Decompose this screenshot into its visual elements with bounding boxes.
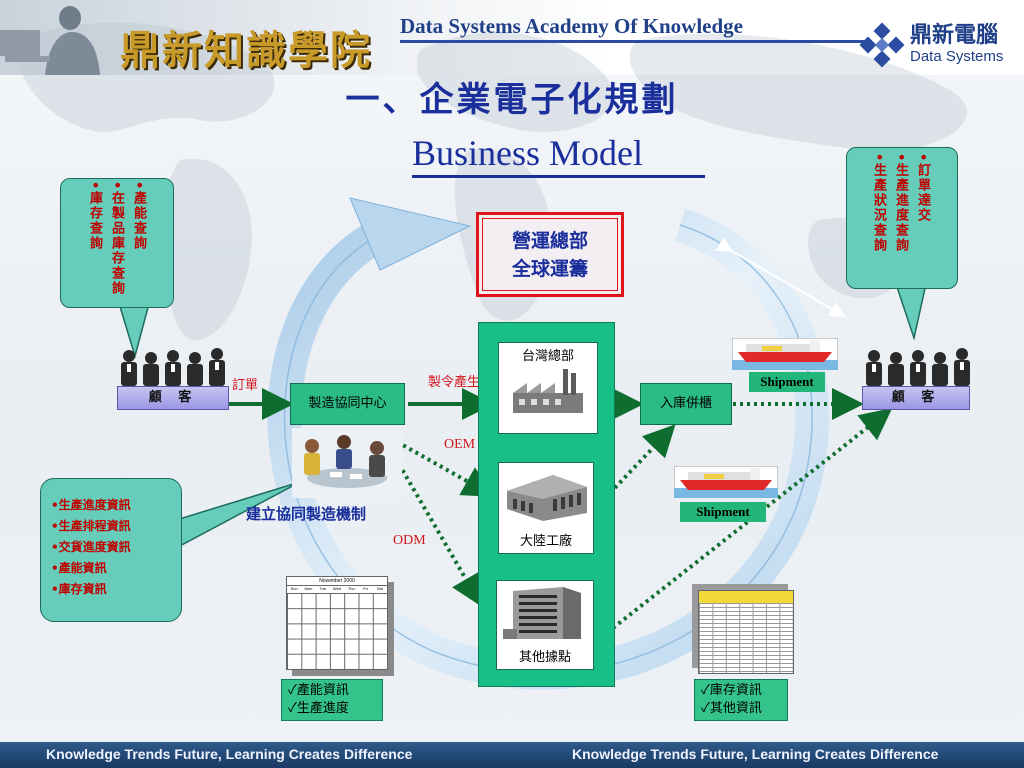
- callout-production-info: •生產進度資訊 •生產排程資訊 •交貨進度資訊 •產能資訊 •庫存資訊: [40, 478, 182, 622]
- footer-slogan-right: Knowledge Trends Future, Learning Create…: [572, 746, 939, 762]
- customer-group-icon: [866, 348, 970, 386]
- checklist-item: ✓生產進度: [288, 701, 349, 716]
- calendar-day: Sat: [376, 586, 383, 591]
- oem-label: OEM: [444, 437, 476, 452]
- shipment-label-top: Shipment: [749, 372, 825, 392]
- checklist-left: ✓產能資訊 ✓生產進度: [281, 679, 383, 721]
- footer-slogan-left: Knowledge Trends Future, Learning Create…: [46, 746, 413, 762]
- coordination-center-box: 製造協同中心: [290, 383, 405, 425]
- report-spreadsheet: [698, 590, 794, 674]
- checklist-item: ✓產能資訊: [288, 683, 349, 698]
- list-item: •交貨進度資訊: [51, 540, 131, 554]
- academy-english-name: Data Systems Academy Of Knowledge: [400, 14, 743, 38]
- operations-hq-box: 營運總部 全球運籌: [476, 212, 624, 297]
- list-item: •生產排程資訊: [51, 519, 131, 533]
- person-at-computer-icon: [0, 6, 100, 75]
- checklist-item: ✓其他資訊: [701, 701, 762, 716]
- calendar-grid: [287, 593, 387, 669]
- odm-label: ODM: [393, 533, 426, 548]
- hq-line-2: 全球運籌: [511, 257, 588, 280]
- production-info-list: •生產進度資訊 •生產排程資訊 •交貨進度資訊 •產能資訊 •庫存資訊: [41, 479, 181, 600]
- checklist-item: ✓庫存資訊: [701, 683, 762, 698]
- warehouse-box: 入庫併櫃: [640, 383, 732, 425]
- calendar-document: November 2000 Sun Mon Tue Wed Thu Fri Sa…: [286, 576, 388, 670]
- factory-taiwan-label: 台灣總部: [521, 349, 574, 364]
- shipment-label-middle: Shipment: [680, 502, 766, 522]
- factory-other-label: 其他據點: [518, 650, 571, 665]
- make-order-label: 製令產生: [428, 375, 481, 390]
- factory-other: 其他據點: [496, 580, 594, 670]
- meeting-illustration: [292, 428, 402, 498]
- callout-order-query: •訂單達交 •生產進度查詢 •生產狀況查詢: [846, 147, 958, 289]
- header-band: [0, 0, 1024, 75]
- collaborative-manufacturing-label: 建立協同製造機制: [246, 505, 367, 523]
- order-label: 訂單: [232, 378, 259, 393]
- building-icon: [507, 475, 587, 521]
- company-logo-icon: [859, 22, 905, 68]
- callout-item: •庫存查詢: [87, 181, 102, 252]
- list-item: •庫存資訊: [51, 582, 107, 596]
- list-item: •生產進度資訊: [51, 498, 131, 512]
- slide-subtitle: Business Model: [412, 133, 644, 173]
- callout-item: •生產進度查詢: [893, 153, 908, 254]
- hq-line-1: 營運總部: [511, 229, 588, 252]
- calendar-day: Wed: [332, 586, 342, 591]
- footer-bar: [0, 742, 1024, 768]
- calendar-month: November 2000: [319, 578, 355, 584]
- calendar-day: Sun: [290, 586, 298, 591]
- calendar-day: Thu: [347, 586, 355, 591]
- brand-chinese-name: 鼎新電腦: [910, 22, 999, 48]
- factory-mainland-label: 大陸工廠: [519, 534, 572, 549]
- callout-inventory-query: •產能查詢 •在製品庫存查詢 •庫存查詢: [60, 178, 174, 308]
- callout-item: •產能查詢: [131, 181, 146, 252]
- cargo-ship-icon: [674, 466, 778, 498]
- header-divider: [400, 40, 868, 43]
- callout-item: •在製品庫存查詢: [109, 181, 124, 297]
- calendar-day: Tue: [319, 586, 327, 591]
- office-building-icon: [503, 587, 581, 639]
- calendar-day: Fri: [363, 586, 368, 591]
- customer-left-label: 顧 客: [117, 386, 229, 410]
- callout-item: •訂單達交: [915, 153, 930, 224]
- slide-title: 一、企業電子化規劃: [345, 80, 679, 120]
- callout-item: •生產狀況查詢: [871, 153, 886, 254]
- cargo-ship-icon: [732, 338, 838, 370]
- calendar-day: Mon: [304, 586, 313, 591]
- factory-icon: [513, 369, 583, 413]
- cycle-arrowhead: [349, 197, 472, 271]
- brand-english-name: Data Systems: [910, 48, 1004, 65]
- list-item: •產能資訊: [51, 561, 107, 575]
- spreadsheet-grid: [699, 603, 793, 673]
- academy-chinese-name: 鼎新知識學院: [120, 27, 372, 74]
- subtitle-underline: [412, 175, 705, 178]
- factory-mainland: 大陸工廠: [498, 462, 594, 554]
- customer-group-icon: [121, 348, 225, 386]
- checklist-right: ✓庫存資訊 ✓其他資訊: [694, 679, 788, 721]
- customer-right-label: 顧 客: [862, 386, 970, 410]
- factory-taiwan: 台灣總部: [498, 342, 598, 434]
